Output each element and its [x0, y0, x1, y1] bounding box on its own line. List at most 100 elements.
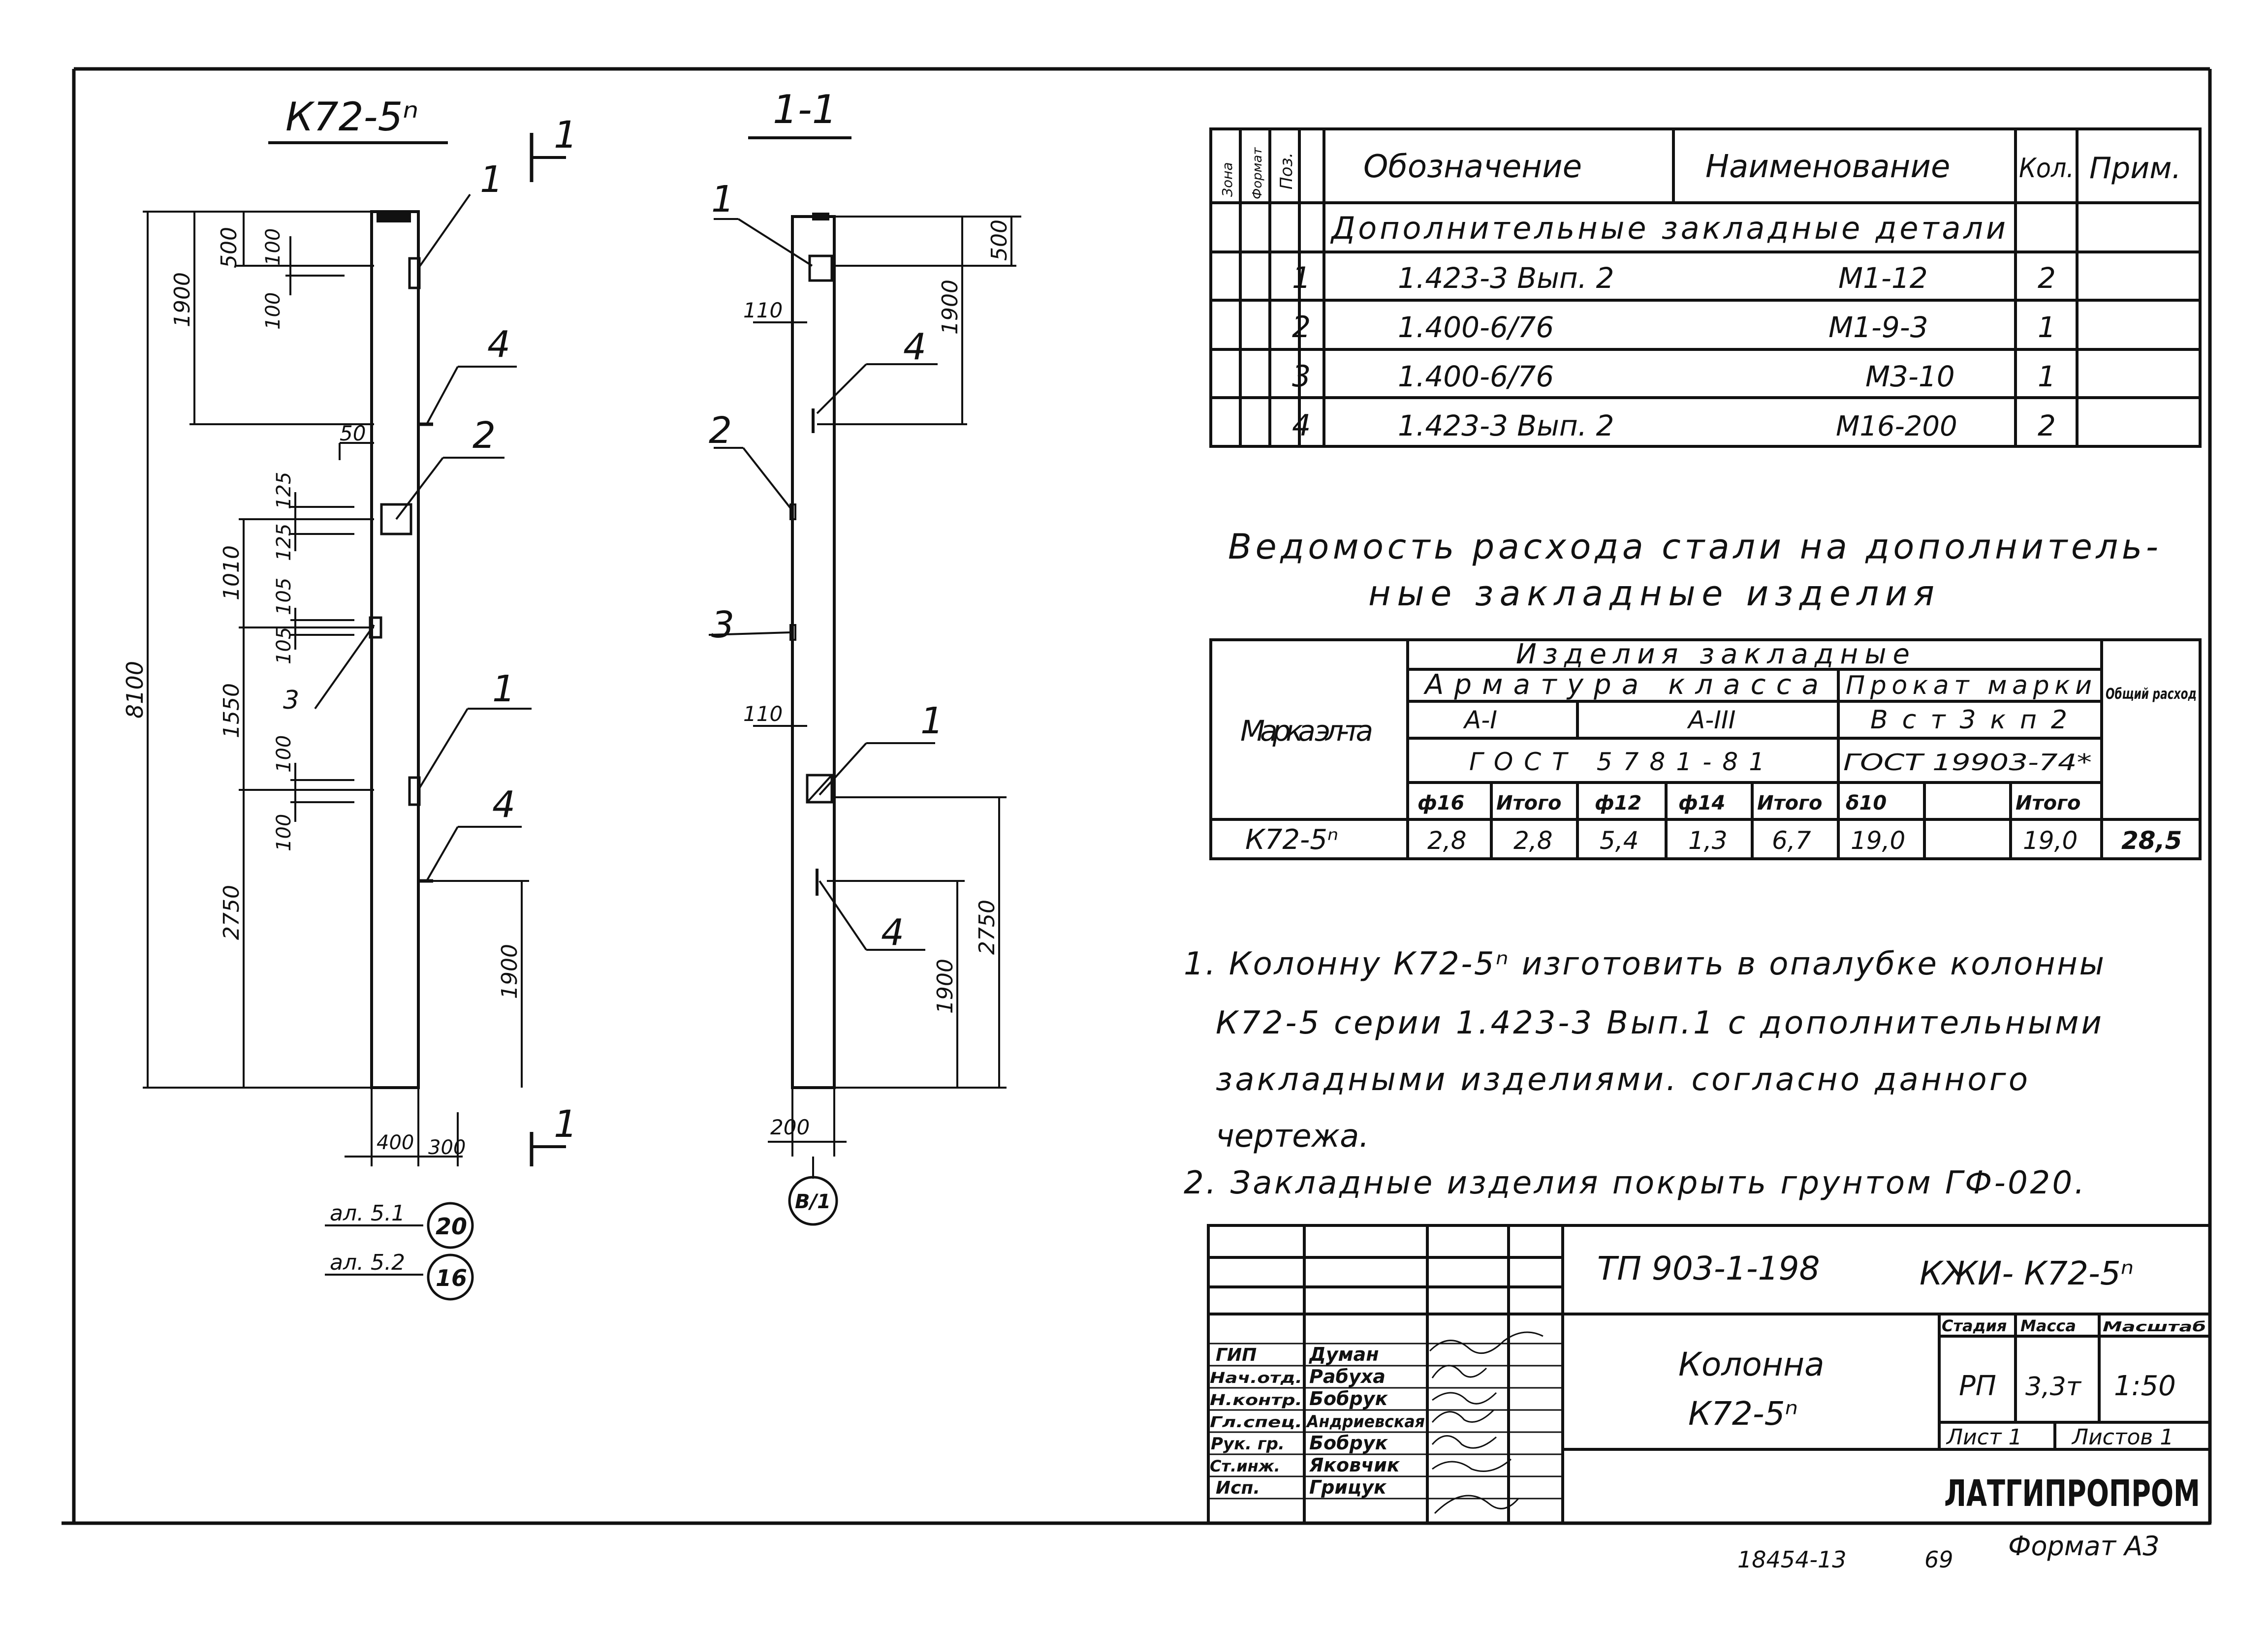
spec-header-designation: Обозначение	[1363, 149, 1582, 185]
steel-h-items: Изделия закладные	[1516, 638, 1910, 670]
steel-h-gost1: ГОСТ 5781-81	[1469, 748, 1764, 776]
stamp-stage: РП	[1959, 1370, 1996, 1402]
steel-table: Марка эл-та Изделия закладные Арматура к…	[1209, 638, 2202, 860]
steel-h-aiii: А-III	[1687, 706, 1735, 734]
spec-cell-qty: 2	[2038, 261, 2056, 295]
stamp-person: Грицук	[1309, 1476, 1387, 1498]
plate-1-upper	[408, 257, 421, 289]
dim-100-a: 100	[262, 228, 284, 266]
plate-2	[380, 503, 412, 535]
dim-125-a: 125	[273, 472, 295, 509]
dim-105-b: 105	[273, 627, 295, 664]
pos-label-1-lower: 1	[492, 668, 515, 710]
section-mark-bottom: 1	[530, 1102, 577, 1166]
steel-h-steel: Вст3кп2	[1870, 705, 2067, 735]
dim-50: 50	[340, 421, 366, 445]
spec-cell-qty: 1	[2038, 360, 2056, 393]
title-block: ТП 903-1-198 КЖИ- К72-5ⁿ Колонна К72-5ⁿ …	[1207, 1224, 2211, 1525]
steel-cell-f16: 2,8	[1427, 826, 1467, 855]
steel-h-total: Общий расход	[2106, 686, 2197, 703]
spec-cell-name: М1-9-3	[1828, 311, 1928, 344]
sec-pos-label-1-lower: 1	[920, 700, 944, 742]
sec-dim-110-a: 110	[743, 298, 783, 322]
stamp-doc: КЖИ- К72-5ⁿ	[1920, 1254, 2134, 1292]
spec-cell-pos: 1	[1292, 261, 1311, 295]
steel-cell-total-ai: 2,8	[1513, 826, 1553, 855]
stamp-organization: ЛАТГИПРОПРОМ	[1944, 1472, 2200, 1515]
spec-cell-pos: 2	[1292, 310, 1311, 344]
section-plate-1-upper	[808, 254, 833, 282]
steel-h-rolled: Прокат марки	[1846, 671, 2092, 700]
signature-scribbles	[1429, 1331, 1544, 1514]
section-mark-top: 1	[530, 113, 577, 182]
footer-inventory: 18454-13	[1737, 1546, 1846, 1573]
stamp-person: Рабуха	[1309, 1366, 1386, 1387]
axis-mark-label: В/1	[795, 1190, 831, 1213]
sec-dim-1900-a: 1900	[938, 280, 963, 335]
dim-100-c: 100	[273, 735, 295, 773]
column-elevation	[370, 210, 420, 1089]
note-line-1: 1. Колонну К72-5ⁿ изготовить в опалубке …	[1184, 946, 2104, 982]
left-dimension-lines	[143, 211, 529, 1166]
section-plate-2	[789, 503, 796, 520]
steel-col-f12: ф12	[1595, 792, 1641, 814]
column-section	[791, 215, 836, 1089]
steel-cell-total: 28,5	[2121, 826, 2182, 855]
dim-1900: 1900	[170, 272, 195, 327]
spec-row-1: 1 1.423-3 Вып. 2 М1-12 2	[1292, 261, 2056, 295]
spec-header-qty: Кол.	[2019, 153, 2074, 184]
sec-dim-200: 200	[770, 1115, 810, 1139]
axis-mark: В/1	[788, 1176, 838, 1226]
sec-dim-2750: 2750	[975, 900, 1000, 955]
dim-1550: 1550	[219, 683, 244, 738]
steel-col-total-rolled: Итого	[2016, 792, 2081, 814]
right-view: 1-1	[708, 87, 1021, 1226]
sheet-ref-num-1: 20	[436, 1213, 467, 1240]
spec-row-2: 2 1.400-6/76 М1-9-3 1	[1292, 310, 2056, 344]
footer-format: Формат А3	[2008, 1531, 2160, 1562]
spec-cell-name: М3-10	[1865, 360, 1955, 393]
spec-header-format: Формат	[1250, 147, 1265, 199]
spec-cell-designation: 1.423-3 Вып. 2	[1398, 261, 1614, 295]
dim-400: 400	[377, 1131, 414, 1154]
stamp-person: Думан	[1309, 1344, 1379, 1365]
sec-dim-1900-b: 1900	[933, 959, 958, 1014]
spec-cell-qty: 1	[2038, 311, 2056, 344]
right-view-title: 1-1	[773, 87, 837, 132]
footer-page: 69	[1924, 1546, 1953, 1573]
sheet-reference-2: ал. 5.2 16	[325, 1250, 474, 1301]
stamp-scale-header: Масштаб	[2103, 1318, 2206, 1335]
dim-500: 500	[217, 227, 242, 268]
notes: 1. Колонну К72-5ⁿ изготовить в опалубке …	[1184, 946, 2104, 1201]
plate-1-lower	[408, 776, 421, 806]
stamp-role: Исп.	[1216, 1478, 1260, 1498]
steel-h-rebar: Арматура класса	[1423, 669, 1819, 701]
stamp-person: Бобрук	[1309, 1388, 1388, 1409]
note-line-3: закладными изделиями. согласно данного	[1216, 1062, 2028, 1098]
steel-cell-total-rolled: 19,0	[2023, 826, 2078, 855]
column-section-top-cap	[812, 213, 829, 220]
dim-105-a: 105	[273, 578, 295, 615]
stamp-person: Бобрук	[1309, 1432, 1388, 1454]
pos-label-3: 3	[283, 686, 299, 715]
stamp-mass-header: Масса	[2020, 1316, 2076, 1335]
section-mark-bottom-label: 1	[554, 1102, 577, 1146]
steel-subheader-row: ф16 Итого ф12 ф14 Итого δ10 Итого	[1418, 792, 2081, 814]
dim-2750: 2750	[219, 885, 244, 940]
sheet-ref-num-2: 16	[436, 1265, 467, 1291]
left-position-labels: 1 4 2 3 1 4	[283, 158, 515, 826]
dim-8100: 8100	[122, 661, 148, 719]
pos-label-4-lower: 4	[492, 783, 515, 826]
steel-h-mark: Марка эл-та	[1240, 714, 1373, 748]
dim-300: 300	[428, 1136, 466, 1159]
steel-col-f16: ф16	[1418, 792, 1464, 814]
right-position-labels: 1 4 2 3 1 4	[709, 178, 944, 954]
stamp-mass: 3,3т	[2025, 1372, 2082, 1402]
steel-col-f14: ф14	[1678, 792, 1725, 814]
spec-cell-name: М1-12	[1838, 261, 1928, 295]
section-plate-1-lower	[806, 774, 833, 804]
sec-pos-label-1-upper: 1	[711, 178, 734, 220]
sec-pos-label-3: 3	[711, 604, 734, 646]
spec-table: Зона Формат Поз. Обозначение Наименовани…	[1209, 127, 2202, 448]
